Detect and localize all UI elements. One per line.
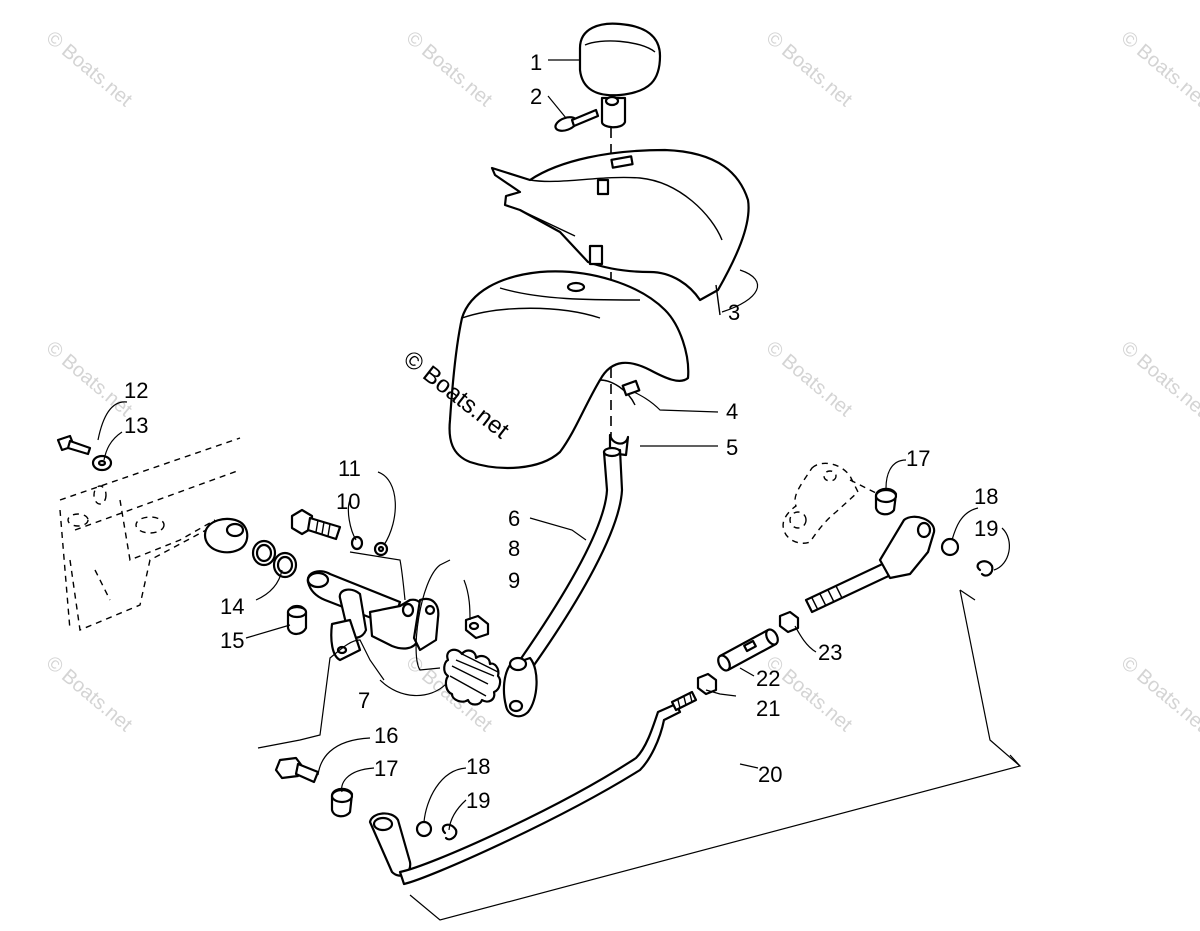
callout-16: 16 — [374, 723, 398, 748]
washer-18-upper — [940, 537, 960, 557]
bushing-17-lower — [330, 787, 354, 818]
callout-19-upper: 19 — [974, 516, 998, 541]
callout-12: 12 — [124, 378, 148, 403]
bushing — [621, 379, 641, 397]
callout-6: 6 — [508, 506, 520, 531]
washer — [377, 545, 385, 553]
watermark: © Boats.net — [762, 337, 857, 421]
console-shroud-lower — [448, 270, 690, 470]
pin-16 — [274, 756, 320, 784]
watermark-layer: © Boats.net © Boats.net © Boats.net © Bo… — [42, 27, 1200, 736]
frame-phantom — [59, 437, 249, 631]
callout-4: 4 — [726, 399, 738, 424]
callout-13: 13 — [124, 413, 148, 438]
callout-10: 10 — [336, 489, 360, 514]
callout-7: 7 — [358, 688, 370, 713]
callout-labels: 1 2 3 4 5 6 7 8 9 10 11 12 13 14 15 16 1… — [124, 50, 998, 813]
callout-18-lower: 18 — [466, 754, 490, 779]
shift-linkage-rod — [368, 690, 698, 886]
callout-11: 11 — [338, 456, 361, 481]
watermark: © Boats.net — [1117, 337, 1200, 421]
watermark: © Boats.net — [402, 27, 497, 111]
callout-19-lower: 19 — [466, 788, 490, 813]
callout-9: 9 — [508, 568, 520, 593]
watermark: © Boats.net — [42, 337, 137, 421]
watermark: © Boats.net — [762, 27, 857, 111]
callout-3: 3 — [728, 300, 740, 325]
callout-17-lower: 17 — [374, 756, 398, 781]
washer — [350, 535, 364, 551]
callout-1: 1 — [530, 50, 542, 75]
adjuster-sleeve — [717, 628, 779, 672]
bushing-17-upper — [874, 487, 898, 516]
watermark: © Boats.net — [42, 27, 137, 111]
hex-nut — [464, 614, 490, 640]
watermark: © Boats.net — [42, 652, 137, 736]
shift-lever-rod — [502, 446, 624, 718]
clip-19-lower — [441, 823, 458, 841]
clip-19-upper — [976, 560, 994, 577]
o-ring — [255, 543, 273, 563]
callout-15: 15 — [220, 628, 244, 653]
leader-lines — [97, 59, 1022, 921]
threaded-rod — [804, 515, 936, 614]
hex-nut-23 — [778, 610, 800, 634]
bolt-washer — [56, 434, 113, 472]
washer-15 — [286, 604, 308, 636]
hex-nut-21 — [696, 672, 718, 696]
callout-23: 23 — [818, 640, 842, 665]
knob-screw — [554, 108, 600, 132]
callout-20: 20 — [758, 762, 782, 787]
washer-18-lower — [415, 820, 433, 838]
return-spring — [443, 648, 502, 706]
callout-2: 2 — [530, 84, 542, 109]
watermark: © Boats.net — [1117, 27, 1200, 111]
console-shroud-upper — [490, 148, 750, 316]
o-ring — [276, 555, 294, 575]
callout-18-upper: 18 — [974, 484, 998, 509]
callout-17-upper: 17 — [906, 446, 930, 471]
callout-14: 14 — [220, 594, 244, 619]
shift-arm-bracket — [782, 462, 881, 544]
callout-8: 8 — [508, 536, 520, 561]
callout-21: 21 — [756, 696, 780, 721]
pivot-bolt — [290, 508, 342, 541]
callout-22: 22 — [756, 666, 780, 691]
shift-knob — [578, 22, 662, 129]
watermark: © Boats.net — [1117, 652, 1200, 736]
callout-5: 5 — [726, 435, 738, 460]
